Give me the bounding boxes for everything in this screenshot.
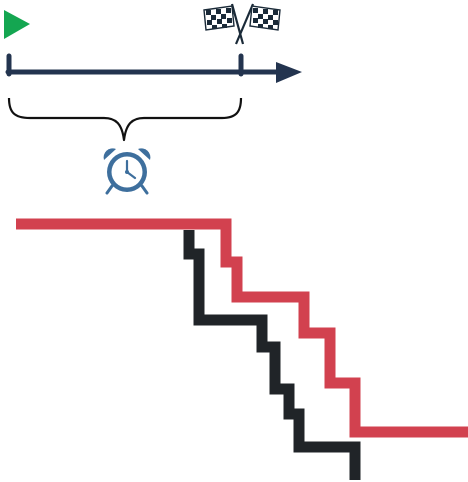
alarm-clock-icon [103, 148, 151, 195]
checkered-flags-icon [203, 3, 281, 45]
timeline-arrow [5, 53, 302, 83]
curly-brace [7, 97, 243, 142]
red-staircase-line [16, 218, 468, 438]
black-staircase-line [183, 230, 361, 480]
start-flag-icon [4, 10, 30, 39]
